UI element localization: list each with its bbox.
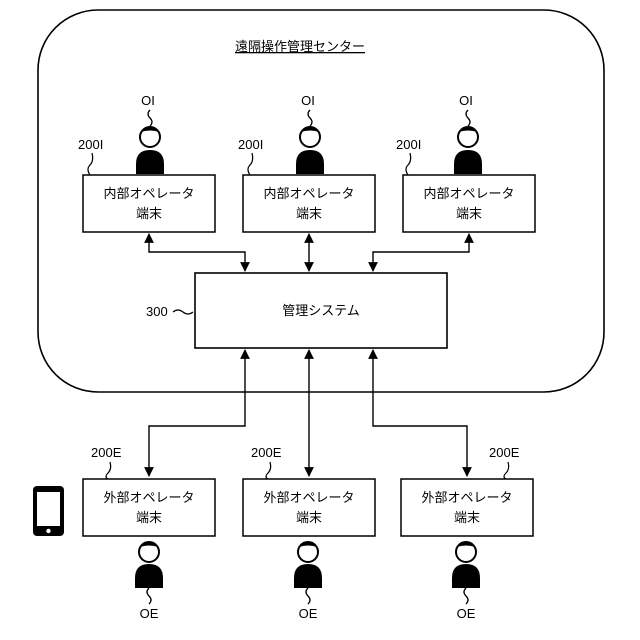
terminal-ref-200i-3: 200I	[396, 137, 421, 152]
connector-external-1	[149, 350, 245, 476]
terminal-ref-200i-1: 200I	[78, 137, 103, 152]
external-terminal-2-line2: 端末	[296, 511, 322, 526]
person-icon	[452, 542, 480, 588]
internal-operator-group-2: OI 200I 内部オペレータ 端末	[238, 93, 375, 232]
center-title: 遠隔操作管理センター	[235, 39, 365, 55]
external-terminal-3-line1: 外部オペレータ	[421, 491, 512, 506]
terminal-ref-200e-2: 200E	[251, 445, 282, 460]
internal-terminal-1-line2: 端末	[136, 207, 162, 222]
operator-label-oe-3: OE	[457, 606, 476, 621]
internal-terminal-3-line2: 端末	[456, 207, 482, 222]
operator-lead-2	[308, 110, 312, 126]
internal-operator-group-3: OI 200I 内部オペレータ 端末	[396, 93, 535, 232]
connector-internal-1	[149, 234, 245, 271]
person-icon	[136, 127, 164, 174]
external-terminal-3	[401, 479, 533, 536]
connector-internal-3	[373, 234, 469, 271]
terminal-ref-200e-1: 200E	[91, 445, 122, 460]
person-icon	[294, 542, 322, 588]
person-icon	[135, 542, 163, 588]
internal-terminal-3-line1: 内部オペレータ	[423, 186, 514, 202]
terminal-ref-200i-2: 200I	[238, 137, 263, 152]
internal-terminal-2	[243, 175, 375, 232]
internal-operator-group-1: OI 200I 内部オペレータ 端末	[78, 93, 215, 232]
external-terminal-2-line1: 外部オペレータ	[263, 491, 354, 506]
external-terminal-1-line2: 端末	[136, 511, 162, 526]
internal-terminal-1-line1: 内部オペレータ	[103, 186, 194, 202]
management-system-ref: 300	[146, 304, 168, 319]
smartphone-icon	[33, 486, 64, 536]
connector-external-3	[373, 350, 467, 476]
person-icon	[454, 127, 482, 174]
internal-terminal-3	[403, 175, 535, 232]
operator-label-oe-2: OE	[299, 606, 318, 621]
operator-label-oi-2: OI	[301, 93, 315, 108]
operator-label-oe-1: OE	[140, 606, 159, 621]
external-terminal-2	[243, 479, 375, 536]
management-system-ref-lead	[173, 310, 193, 314]
internal-terminal-2-line1: 内部オペレータ	[263, 186, 354, 202]
operator-lead-3	[466, 110, 470, 126]
external-terminal-3-line2: 端末	[454, 511, 480, 526]
management-system-label: 管理システム	[282, 304, 360, 319]
internal-terminal-1	[83, 175, 215, 232]
person-icon	[296, 127, 324, 174]
operator-lead-1	[148, 110, 152, 126]
terminal-ref-200e-3: 200E	[489, 445, 520, 460]
external-terminal-1-line1: 外部オペレータ	[103, 491, 194, 506]
internal-terminal-2-line2: 端末	[296, 207, 322, 222]
operator-label-oi-1: OI	[141, 93, 155, 108]
operator-label-oi-3: OI	[459, 93, 473, 108]
external-terminal-1	[83, 479, 215, 536]
